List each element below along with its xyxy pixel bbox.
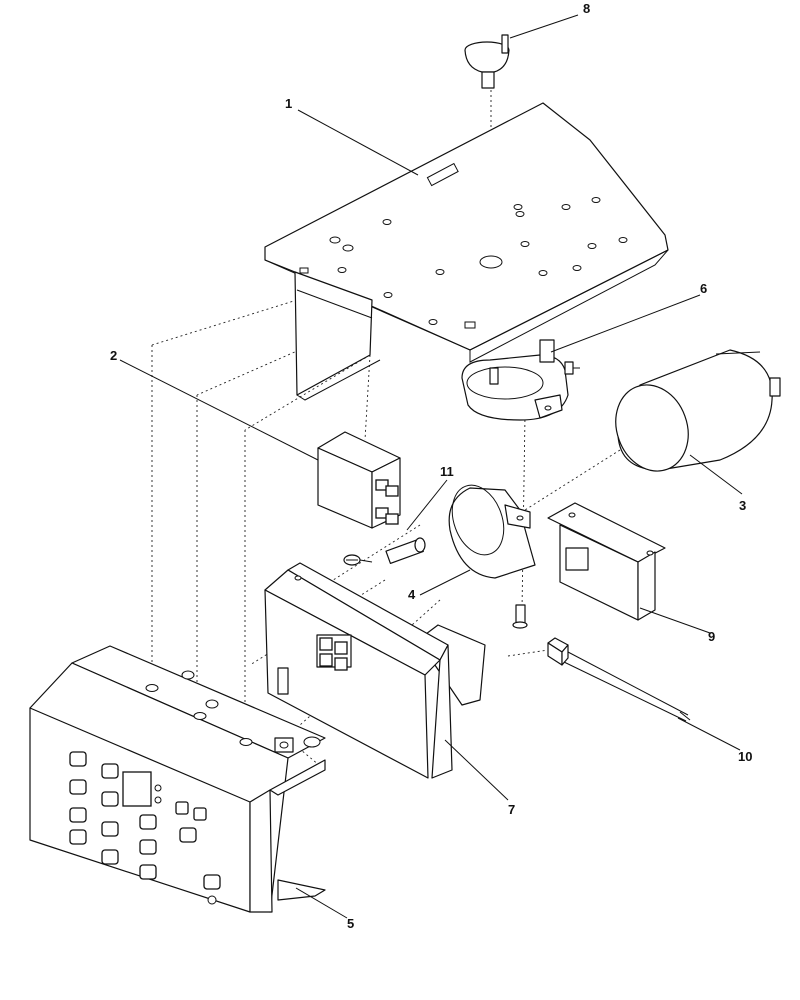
timer-motor: [461, 339, 580, 421]
callout-4: 4: [408, 587, 416, 602]
control-panel-housing: [29, 645, 326, 913]
callout-8: 8: [583, 1, 590, 16]
screw-bottom: [512, 604, 528, 629]
callout-labels: 8 1 2 6 3 11 4 9 10 7 5: [110, 1, 752, 931]
callout-5: 5: [347, 916, 354, 931]
callout-2: 2: [110, 348, 117, 363]
knob: [464, 34, 510, 89]
callout-7: 7: [508, 802, 515, 817]
relay: [317, 431, 401, 529]
callout-10: 10: [738, 749, 752, 764]
leader-lines: [119, 14, 743, 919]
callout-6: 6: [700, 281, 707, 296]
sensor-probe: [547, 637, 691, 722]
keypad-buttons: [69, 751, 221, 905]
callout-1: 1: [285, 96, 292, 111]
transformer: [547, 502, 666, 621]
screw-small: [343, 554, 373, 566]
circuit-board: [264, 562, 486, 779]
callout-11: 11: [440, 464, 454, 479]
callout-9: 9: [708, 629, 715, 644]
capacitor: [615, 349, 781, 472]
clamp-bracket: [448, 484, 536, 579]
fuse: [385, 537, 426, 564]
callout-3: 3: [739, 498, 746, 513]
mounting-plate: [264, 102, 669, 401]
